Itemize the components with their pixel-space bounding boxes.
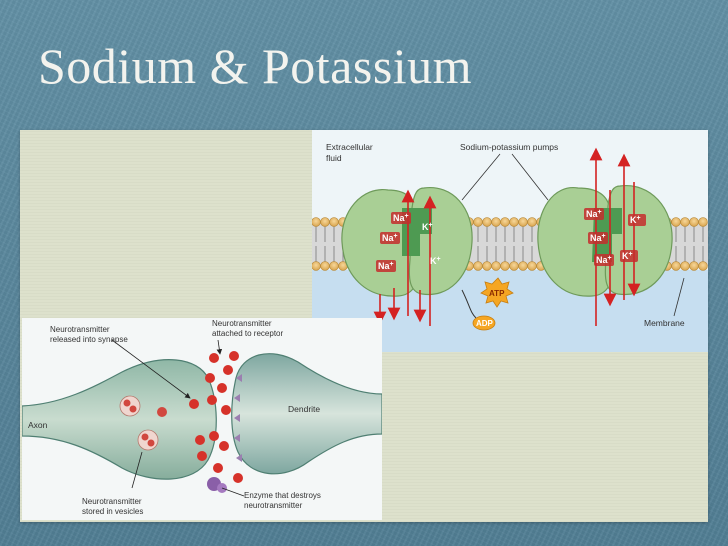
- adp-label: ADP: [476, 319, 494, 328]
- atp-label: ATP: [489, 289, 505, 298]
- pumps-label-lines: [461, 153, 549, 201]
- stored-label-line1: Neurotransmitter: [82, 497, 142, 506]
- neurotransmitter-molecules: [189, 351, 243, 483]
- receptors: [234, 374, 242, 462]
- enzyme-icon: [207, 477, 227, 493]
- synapse-diagram-svg: Neurotransmitter released into synapse N…: [21, 319, 383, 516]
- extracellular-label: Extracellular: [326, 142, 373, 152]
- label-leader-lines: [111, 339, 245, 497]
- svg-text:Na+: Na+: [382, 233, 398, 243]
- svg-text:Na+: Na+: [586, 209, 602, 219]
- svg-text:Na+: Na+: [590, 233, 606, 243]
- atp-icon: [480, 277, 514, 308]
- membrane-label-line: [673, 277, 685, 317]
- svg-text:K+: K+: [430, 256, 441, 266]
- svg-text:K+: K+: [622, 251, 633, 261]
- svg-text:Na+: Na+: [596, 255, 612, 265]
- pumps-label: Sodium-potassium pumps: [460, 142, 558, 152]
- ions-right: Na+ Na+ Na+ K+ K+: [584, 208, 646, 266]
- svg-text:K+: K+: [422, 222, 433, 232]
- released-label-line1: Neurotransmitter: [50, 325, 110, 334]
- svg-text:Na+: Na+: [378, 261, 394, 271]
- pump-left: [341, 187, 473, 297]
- synapse-diagram: Neurotransmitter released into synapse N…: [21, 318, 383, 520]
- attached-label-line1: Neurotransmitter: [212, 319, 272, 328]
- released-label-line2: released into synapse: [50, 335, 128, 344]
- stored-label-line2: stored in vesicles: [82, 507, 143, 516]
- sodium-potassium-pump-diagram: Na+ Na+ Na+ K+ K+ Na+ Na+ Na+ K+ K+ ATP …: [311, 130, 708, 352]
- axon-terminal: [21, 359, 217, 480]
- axon-label: Axon: [28, 420, 48, 430]
- enzyme-label-line2: neurotransmitter: [244, 501, 303, 510]
- pump-diagram-svg: Na+ Na+ Na+ K+ K+ Na+ Na+ Na+ K+ K+ ATP …: [311, 130, 708, 352]
- svg-text:Na+: Na+: [393, 213, 409, 223]
- slide-title: Sodium & Potassium: [38, 38, 473, 94]
- svg-text:K+: K+: [630, 215, 641, 225]
- enzyme-label-line1: Enzyme that destroys: [244, 491, 321, 500]
- fluid-label: fluid: [326, 153, 342, 163]
- atp-conversion-arrow: [461, 289, 477, 319]
- attached-label-line2: attached to receptor: [212, 329, 283, 338]
- vesicles: [119, 395, 167, 451]
- adp-icon: [472, 315, 496, 331]
- ions-left: Na+ Na+ Na+ K+ K+: [376, 212, 441, 272]
- dendrite: [231, 353, 383, 475]
- membrane-label: Membrane: [644, 318, 685, 328]
- dendrite-label: Dendrite: [288, 404, 320, 414]
